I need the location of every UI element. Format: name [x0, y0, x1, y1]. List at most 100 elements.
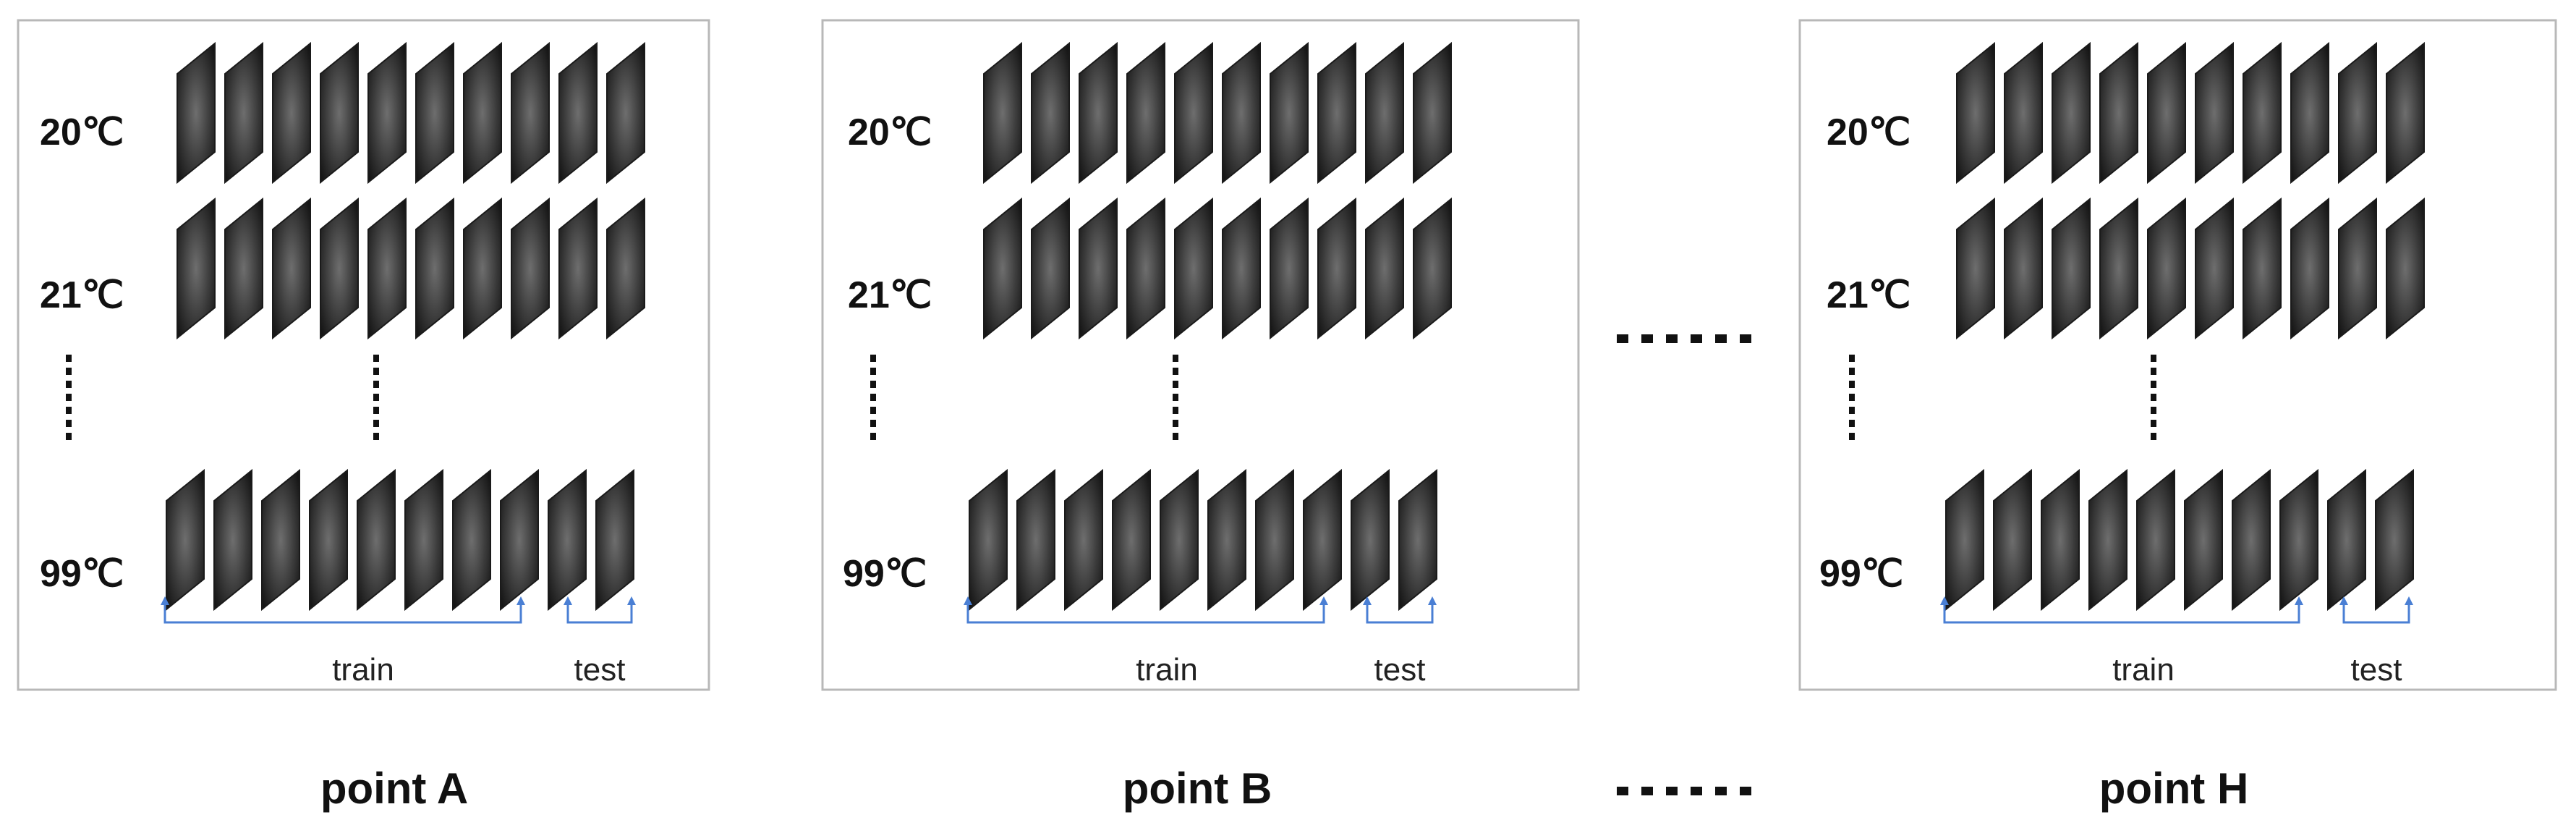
speckle-image-frame-icon — [463, 41, 502, 185]
panel-point-h: 20℃ 21℃ 99℃ train test point H — [1798, 19, 2557, 813]
ellipsis-dots-icon — [1617, 334, 1751, 343]
speckle-image-frame-icon — [2052, 41, 2091, 185]
speckle-image-frame-icon — [320, 41, 359, 185]
point-label: point A — [320, 764, 468, 813]
frame-stack-99 — [969, 468, 1437, 612]
train-bracket — [1940, 596, 2303, 624]
speckle-image-frame-icon — [2147, 41, 2186, 185]
speckle-image-frame-icon — [367, 41, 407, 185]
test-label: test — [1374, 652, 1426, 688]
speckle-image-frame-icon — [2099, 197, 2138, 340]
speckle-image-frame-icon — [606, 197, 645, 340]
speckle-image-frame-icon — [595, 468, 634, 612]
frame-stack-99 — [1945, 468, 2414, 612]
speckle-image-frame-icon — [177, 197, 216, 340]
row-label-20: 20℃ — [848, 111, 932, 153]
speckle-image-frame-icon — [1031, 41, 1070, 185]
speckle-image-frame-icon — [1351, 468, 1390, 612]
speckle-image-frame-icon — [2195, 41, 2234, 185]
frame-stack-99 — [166, 468, 634, 612]
row-label-21: 21℃ — [1827, 274, 1910, 316]
speckle-image-frame-icon — [357, 468, 396, 612]
speckle-image-frame-icon — [1270, 41, 1309, 185]
ellipsis-dots-icon — [870, 355, 876, 440]
speckle-image-frame-icon — [2004, 197, 2043, 340]
speckle-image-frame-icon — [983, 197, 1022, 340]
ellipsis-dots-icon — [1173, 355, 1178, 440]
speckle-image-frame-icon — [1413, 197, 1452, 340]
test-bracket — [564, 596, 636, 624]
speckle-image-frame-icon — [1956, 41, 1995, 185]
speckle-image-frame-icon — [2052, 197, 2091, 340]
speckle-image-frame-icon — [1956, 197, 1995, 340]
speckle-image-frame-icon — [2386, 41, 2425, 185]
speckle-image-frame-icon — [1993, 468, 2032, 612]
ellipsis-dots-icon — [66, 355, 72, 440]
speckle-image-frame-icon — [558, 197, 598, 340]
speckle-image-frame-icon — [2232, 468, 2271, 612]
speckle-image-frame-icon — [2243, 41, 2282, 185]
speckle-image-frame-icon — [1398, 468, 1437, 612]
test-label: test — [2351, 652, 2402, 688]
frame-stack-21 — [177, 197, 645, 340]
ellipsis-dots-icon — [2151, 355, 2156, 440]
row-label-20: 20℃ — [40, 111, 124, 153]
speckle-image-frame-icon — [511, 41, 550, 185]
speckle-image-frame-icon — [2338, 41, 2377, 185]
row-label-20: 20℃ — [1827, 111, 1910, 153]
speckle-image-frame-icon — [177, 41, 216, 185]
speckle-image-frame-icon — [463, 197, 502, 340]
panel-point-b: 20℃ 21℃ 99℃ train test point B — [821, 19, 1580, 813]
speckle-image-frame-icon — [224, 197, 263, 340]
speckle-image-frame-icon — [1222, 41, 1261, 185]
ellipsis-dots-icon — [1617, 787, 1751, 795]
ellipsis-dots-icon — [373, 355, 379, 440]
speckle-image-frame-icon — [367, 197, 407, 340]
speckle-image-frame-icon — [1270, 197, 1309, 340]
speckle-image-frame-icon — [511, 197, 550, 340]
speckle-image-frame-icon — [2136, 468, 2175, 612]
frame-stack-21 — [1956, 197, 2425, 340]
row-label-99: 99℃ — [843, 553, 927, 595]
speckle-image-frame-icon — [2184, 468, 2223, 612]
speckle-image-frame-icon — [548, 468, 587, 612]
speckle-image-frame-icon — [1255, 468, 1294, 612]
train-bracket — [161, 596, 525, 624]
speckle-image-frame-icon — [1126, 197, 1165, 340]
speckle-image-frame-icon — [309, 468, 348, 612]
speckle-image-frame-icon — [2195, 197, 2234, 340]
speckle-image-frame-icon — [2041, 468, 2080, 612]
speckle-image-frame-icon — [2386, 197, 2425, 340]
row-label-99: 99℃ — [1819, 553, 1903, 595]
speckle-image-frame-icon — [2327, 468, 2366, 612]
speckle-image-frame-icon — [2338, 197, 2377, 340]
test-label: test — [574, 652, 626, 688]
train-label: train — [1136, 652, 1198, 688]
row-label-21: 21℃ — [40, 274, 124, 316]
point-label: point B — [1123, 764, 1272, 813]
speckle-image-frame-icon — [1222, 197, 1261, 340]
speckle-image-frame-icon — [1317, 41, 1356, 185]
speckle-image-frame-icon — [213, 468, 252, 612]
test-bracket — [2339, 596, 2413, 624]
speckle-image-frame-icon — [272, 197, 311, 340]
test-bracket — [1363, 596, 1437, 624]
row-label-99: 99℃ — [40, 553, 124, 595]
train-label: train — [332, 652, 394, 688]
speckle-image-frame-icon — [1079, 197, 1118, 340]
speckle-image-frame-icon — [415, 41, 454, 185]
speckle-image-frame-icon — [2279, 468, 2318, 612]
speckle-image-frame-icon — [500, 468, 539, 612]
train-label: train — [2112, 652, 2175, 688]
speckle-image-frame-icon — [983, 41, 1022, 185]
frame-stack-20 — [177, 41, 645, 185]
speckle-image-frame-icon — [1365, 197, 1404, 340]
train-bracket — [964, 596, 1328, 624]
speckle-image-frame-icon — [1064, 468, 1103, 612]
speckle-image-frame-icon — [1016, 468, 1055, 612]
frame-stack-20 — [1956, 41, 2425, 185]
speckle-image-frame-icon — [1079, 41, 1118, 185]
speckle-image-frame-icon — [1112, 468, 1151, 612]
speckle-image-frame-icon — [404, 468, 443, 612]
